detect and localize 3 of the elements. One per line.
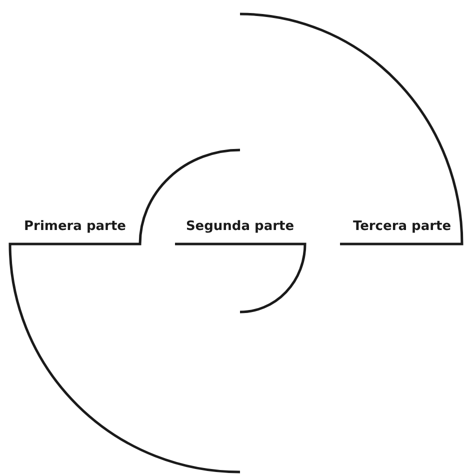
part-label: Primera parte xyxy=(23,219,127,234)
part-label: Tercera parte xyxy=(352,219,452,234)
part-label: Segunda parte xyxy=(184,219,296,234)
